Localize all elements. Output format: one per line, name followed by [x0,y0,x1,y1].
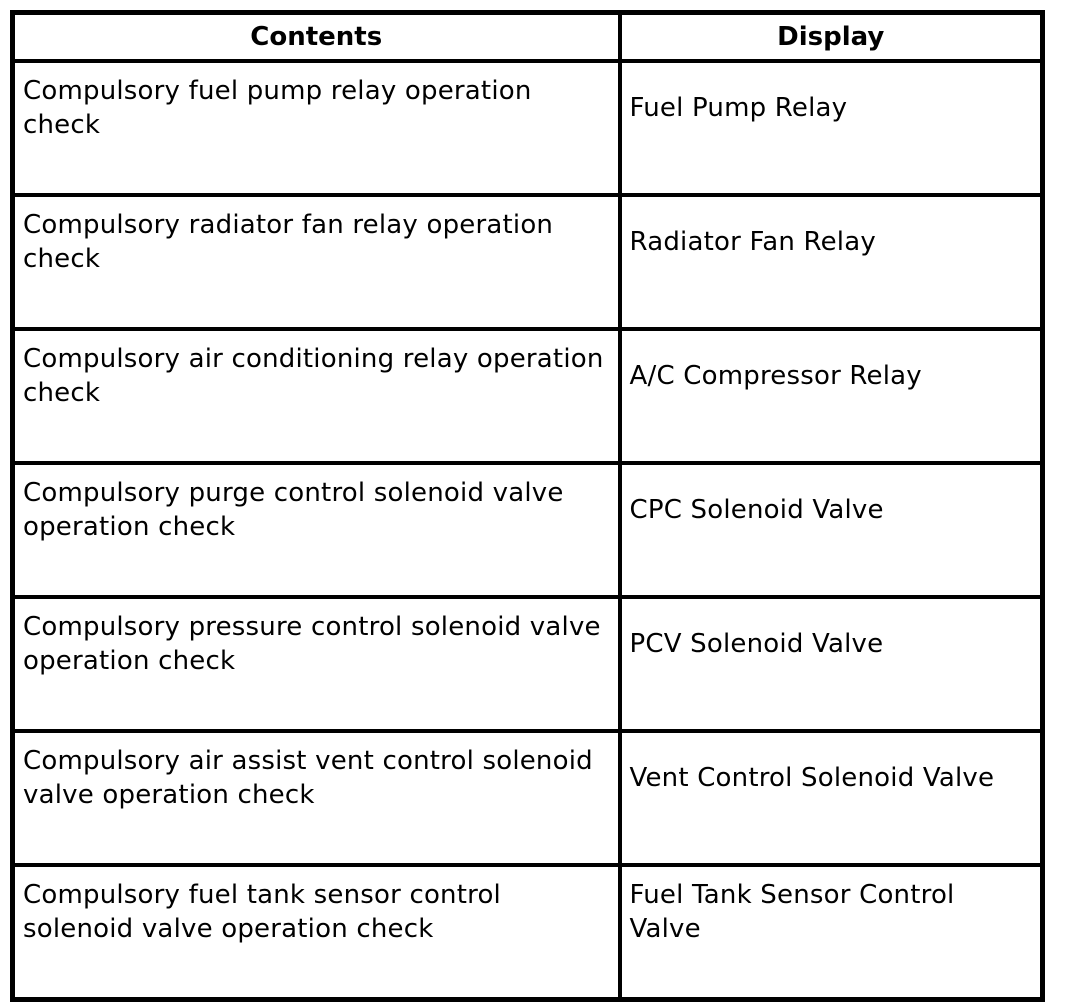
contents-text: Compulsory fuel pump relay operation che… [23,76,532,140]
display-text: Vent Control Solenoid Valve [629,763,995,793]
header-row: Contents Display [10,10,1045,63]
contents-cell: Compulsory air assist vent control solen… [10,729,622,867]
table-row: Compulsory pressure control solenoid val… [10,595,1045,733]
display-text: Fuel Pump Relay [629,93,848,123]
contents-text: Compulsory air conditioning relay operat… [23,344,604,408]
display-cell: Vent Control Solenoid Valve [617,729,1045,867]
table-row: Compulsory air assist vent control solen… [10,729,1045,867]
display-text: CPC Solenoid Valve [629,495,884,525]
table-row: Compulsory fuel pump relay operation che… [10,59,1045,197]
table-row: Compulsory fuel tank sensor control sole… [10,863,1045,1002]
contents-text: Compulsory pressure control solenoid val… [23,612,601,676]
display-box: Fuel Tank Sensor Control Valve [630,878,1033,946]
display-text: A/C Compressor Relay [629,361,922,391]
display-text: Radiator Fan Relay [629,227,876,257]
display-box: Fuel Pump Relay [630,74,1033,142]
contents-text: Compulsory purge control solenoid valve … [23,478,564,542]
contents-cell: Compulsory pressure control solenoid val… [10,595,622,733]
display-cell: Fuel Tank Sensor Control Valve [617,863,1045,1002]
contents-cell: Compulsory purge control solenoid valve … [10,461,622,599]
display-text: Fuel Tank Sensor Control Valve [629,880,955,944]
display-cell: A/C Compressor Relay [617,327,1045,465]
table-row: Compulsory radiator fan relay operation … [10,193,1045,331]
contents-text: Compulsory fuel tank sensor control sole… [23,880,501,944]
display-cell: CPC Solenoid Valve [617,461,1045,599]
display-box: Vent Control Solenoid Valve [630,744,1033,812]
column-header-display: Display [617,10,1045,63]
contents-cell: Compulsory radiator fan relay operation … [10,193,622,331]
table-row: Compulsory purge control solenoid valve … [10,461,1045,599]
display-box: A/C Compressor Relay [630,342,1033,410]
display-box: Radiator Fan Relay [630,208,1033,276]
operation-check-table: Contents Display Compulsory fuel pump re… [10,10,1045,1002]
contents-cell: Compulsory fuel pump relay operation che… [10,59,622,197]
contents-text: Compulsory radiator fan relay operation … [23,210,554,274]
display-text: PCV Solenoid Valve [629,629,884,659]
column-header-contents: Contents [10,10,622,63]
display-box: CPC Solenoid Valve [630,476,1033,544]
contents-text: Compulsory air assist vent control solen… [23,746,593,810]
contents-cell: Compulsory fuel tank sensor control sole… [10,863,622,1002]
contents-cell: Compulsory air conditioning relay operat… [10,327,622,465]
display-cell: PCV Solenoid Valve [617,595,1045,733]
display-cell: Radiator Fan Relay [617,193,1045,331]
table-row: Compulsory air conditioning relay operat… [10,327,1045,465]
display-box: PCV Solenoid Valve [630,610,1033,678]
display-cell: Fuel Pump Relay [617,59,1045,197]
